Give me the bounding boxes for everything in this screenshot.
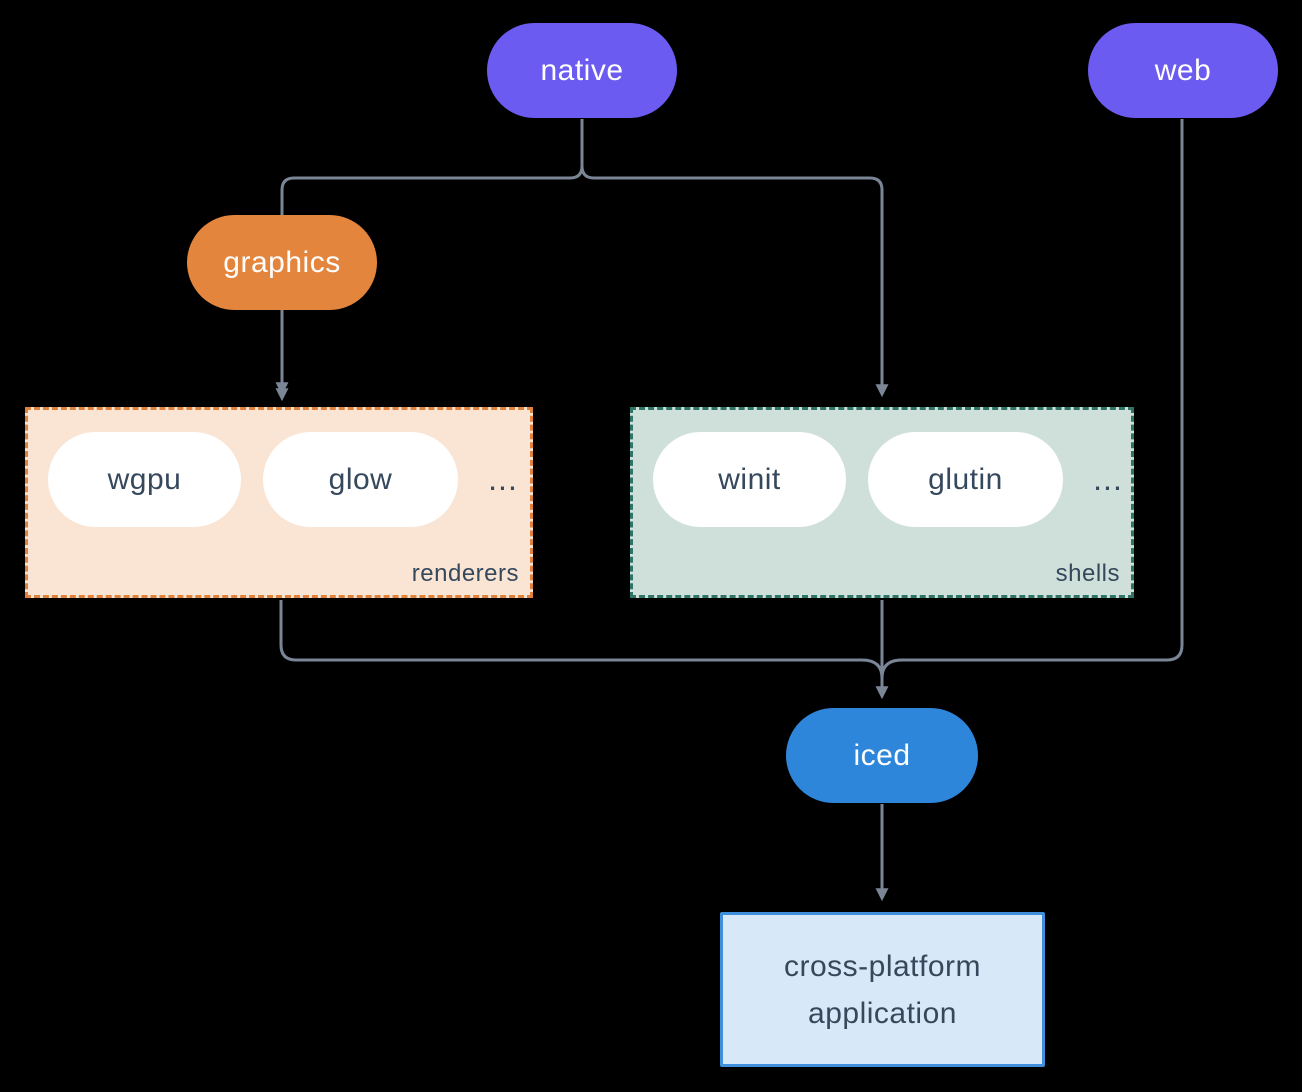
node-graphics-label: graphics [223, 245, 341, 279]
node-graphics: graphics [187, 215, 377, 310]
renderers-ellipsis: ... [488, 461, 518, 497]
group-shells: winit glutin ... shells [630, 407, 1134, 598]
node-glutin: glutin [868, 432, 1063, 527]
node-wgpu-label: wgpu [107, 462, 182, 496]
application-label-line1: cross-platform [783, 949, 982, 983]
node-glutin-label: glutin [928, 462, 1003, 496]
node-glow: glow [263, 432, 458, 527]
shells-group-label: shells [1055, 560, 1120, 587]
renderers-group-label: renderers [411, 560, 519, 587]
edge-native-shells [580, 165, 889, 398]
node-web: web [1088, 23, 1278, 118]
group-renderers: wgpu glow ... renderers [25, 407, 533, 598]
node-web-label: web [1154, 53, 1212, 87]
node-glow-label: glow [328, 462, 393, 496]
node-iced-label: iced [853, 738, 911, 772]
node-winit: winit [653, 432, 846, 527]
edge-renderers-iced [279, 600, 884, 679]
node-wgpu: wgpu [48, 432, 241, 527]
shells-ellipsis: ... [1093, 461, 1123, 497]
application-label-line2: application [808, 996, 957, 1030]
node-native: native [487, 23, 677, 118]
node-iced: iced [786, 708, 978, 803]
node-winit-label: winit [718, 462, 781, 496]
edge-web-iced [880, 119, 1184, 679]
node-cross-platform-application: cross-platform application [720, 912, 1045, 1067]
node-native-label: native [540, 53, 624, 87]
